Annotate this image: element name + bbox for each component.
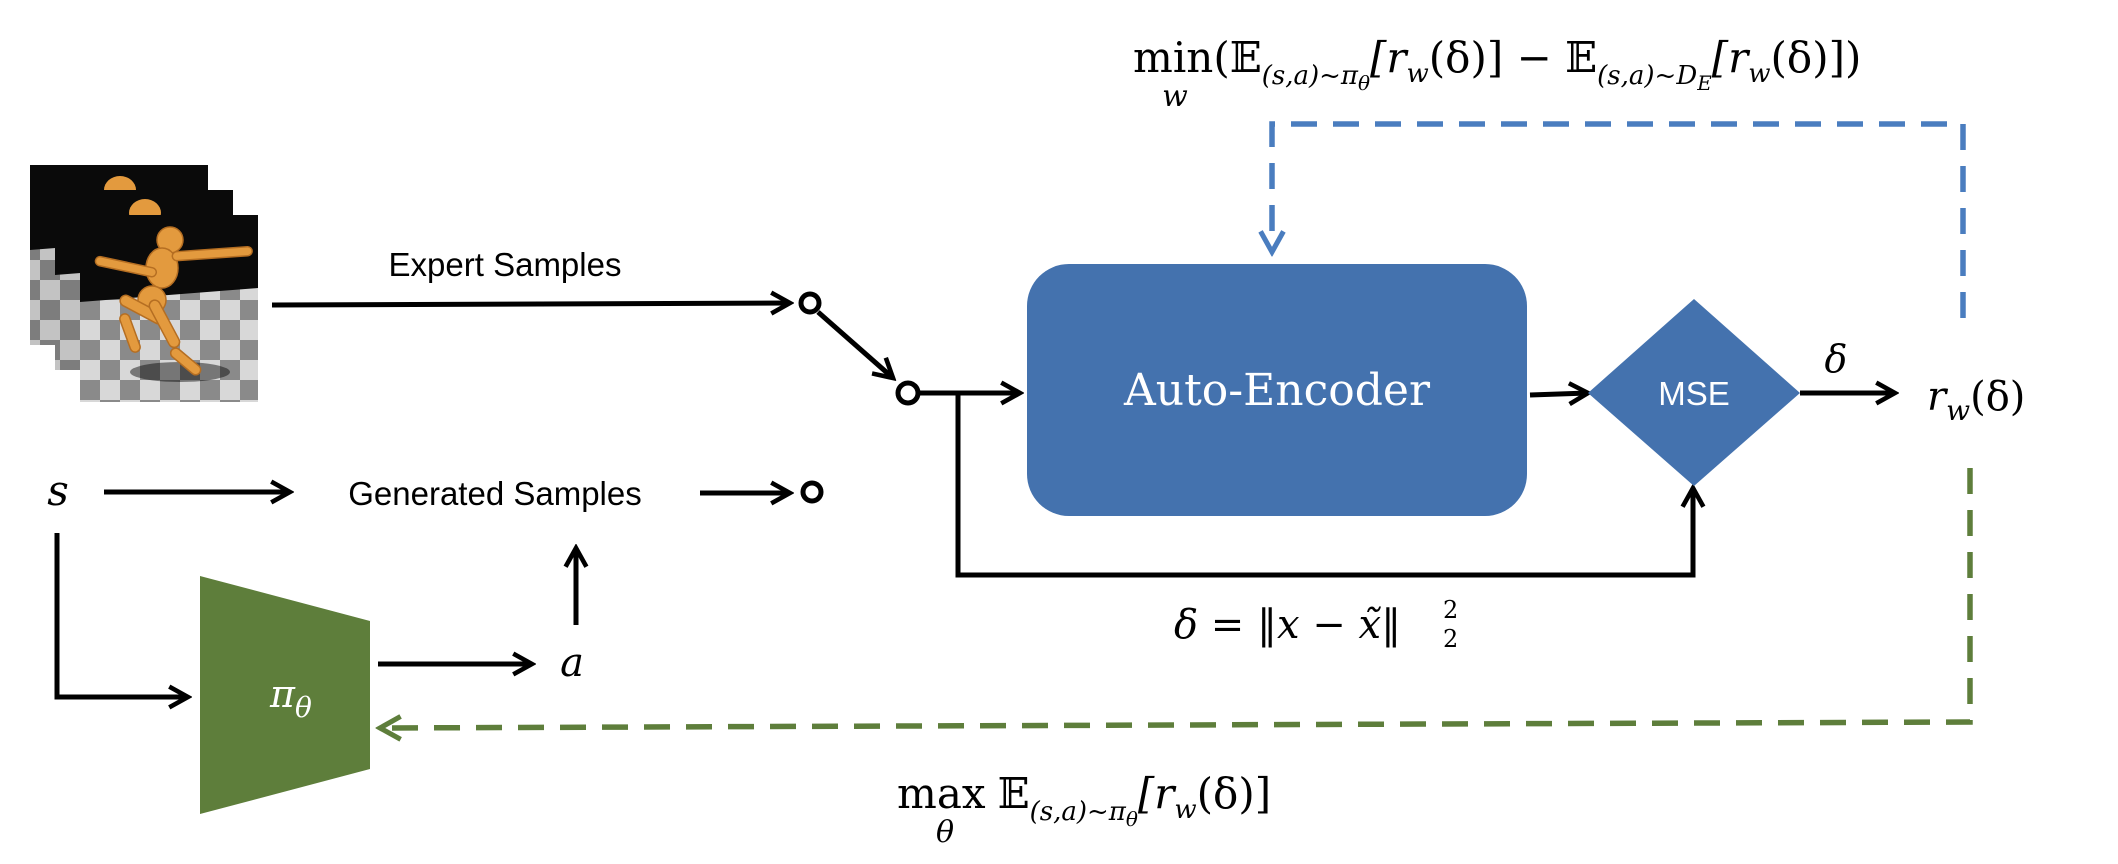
mse-label: MSE: [1658, 375, 1730, 412]
skip-connection-arrow: [955, 393, 1693, 578]
min-objective-equation: min(𝔼(s,a)~πθ[rw(δ)] − 𝔼(s,a)~DE[rw(δ)]): [1133, 33, 1861, 95]
policy-label: πθ: [269, 672, 312, 724]
discriminator-update-path: [1272, 121, 1966, 318]
expert-samples-arrow: [271, 303, 790, 305]
autoencoder-label: Auto-Encoder: [1123, 365, 1431, 416]
switch-contact-output: [895, 380, 921, 406]
action-label: a: [560, 640, 584, 686]
humanoid-figure: [94, 226, 253, 376]
policy-update-path: [380, 468, 1973, 728]
min-objective-subscript: w: [1162, 79, 1188, 114]
state-to-policy-arrow: [54, 533, 188, 697]
delta-definition-sub: 2: [1443, 625, 1458, 653]
delta-definition-sup: 2: [1443, 596, 1458, 624]
switch-lever: [816, 310, 893, 378]
autoencoder-to-mse-arrow: [1529, 393, 1588, 395]
policy-network: [200, 576, 370, 814]
max-objective-subscript: θ: [936, 815, 954, 850]
autoencoder-block: [1027, 264, 1527, 516]
humanoid-frames-icon: [30, 165, 258, 402]
switch-contact-generated: [800, 480, 824, 504]
mse-block: [1588, 299, 1800, 486]
state-label: s: [47, 466, 69, 515]
delta-definition-equation: δ = ‖x − x̃‖: [1174, 602, 1401, 648]
switch-contact-expert: [798, 291, 822, 315]
expert-frame-front: [80, 215, 258, 402]
generated-samples-label: Generated Samples: [348, 475, 642, 512]
delta-label: δ: [1825, 337, 1848, 381]
reward-label: rw(δ): [1927, 374, 2025, 427]
expert-samples-label: Expert Samples: [389, 246, 622, 283]
